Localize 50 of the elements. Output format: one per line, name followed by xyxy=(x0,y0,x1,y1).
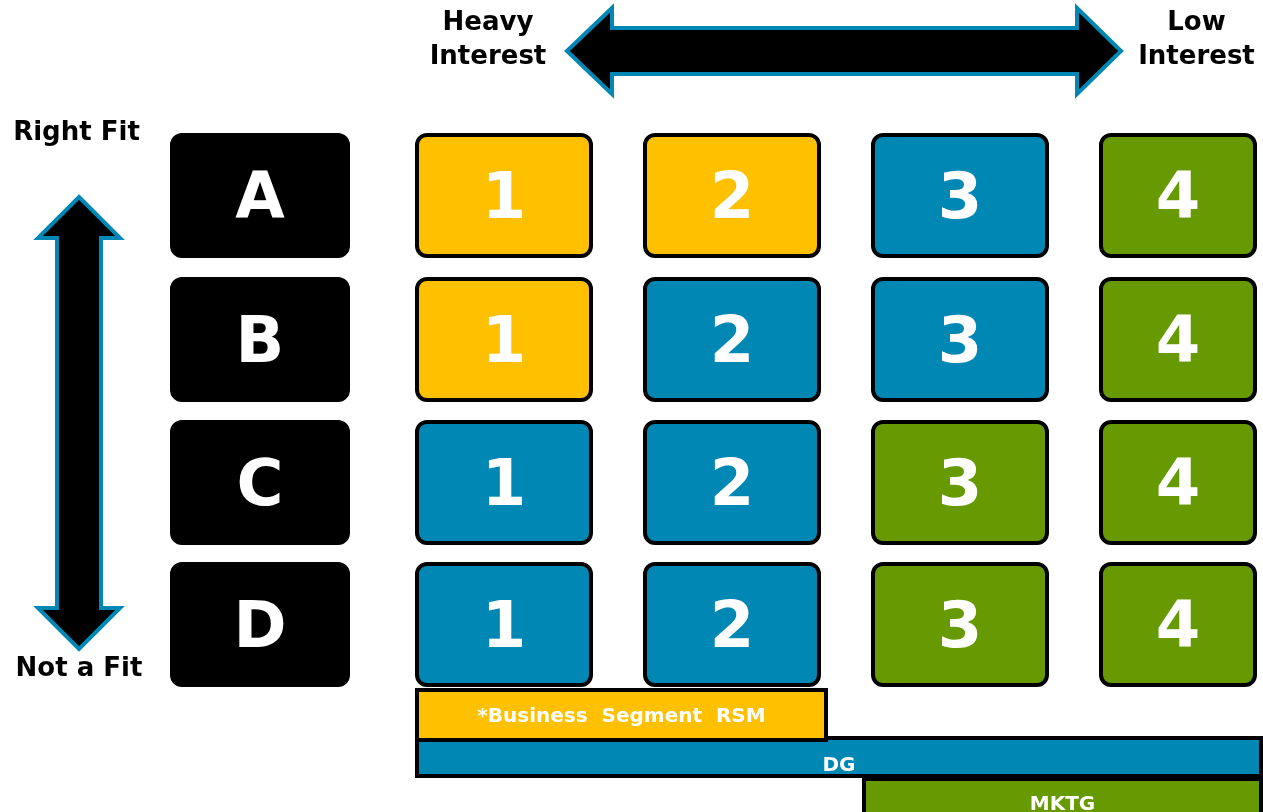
score-tile xyxy=(871,133,1049,258)
row-header xyxy=(170,277,350,402)
score-tile xyxy=(643,277,821,402)
row-header xyxy=(170,420,350,545)
score-number: 2 xyxy=(709,587,755,662)
score-tile xyxy=(643,562,821,687)
score-tile xyxy=(415,133,593,258)
score-tile xyxy=(415,277,593,402)
score-number: 1 xyxy=(481,445,527,520)
segment-bar xyxy=(415,688,828,742)
score-tile xyxy=(1099,562,1257,687)
score-number: 2 xyxy=(709,445,755,520)
axis-label: Right Fit xyxy=(12,115,141,148)
segment-bar xyxy=(415,736,1263,778)
score-number: 3 xyxy=(937,302,983,377)
score-tile xyxy=(643,133,821,258)
bar-label: DG xyxy=(822,752,856,776)
score-number: 3 xyxy=(937,587,983,662)
segment-bar xyxy=(862,777,1263,812)
score-tile xyxy=(1099,133,1257,258)
bar-label: MKTG xyxy=(1029,791,1096,812)
score-number: 2 xyxy=(709,158,755,233)
score-tile xyxy=(415,420,593,545)
score-number: 3 xyxy=(937,158,983,233)
score-number: 4 xyxy=(1155,445,1201,520)
row-letter: B xyxy=(235,302,285,377)
row-letter: D xyxy=(233,587,287,662)
axis-label: Not a Fit xyxy=(14,651,144,684)
row-header xyxy=(170,562,350,687)
score-tile xyxy=(871,420,1049,545)
score-tile xyxy=(415,562,593,687)
score-tile xyxy=(1099,420,1257,545)
row-header xyxy=(170,133,350,258)
score-tile xyxy=(871,562,1049,687)
axis-label: Low Interest xyxy=(1137,5,1256,72)
row-letter: A xyxy=(235,158,285,233)
row-letter: C xyxy=(236,445,284,520)
score-number: 4 xyxy=(1155,302,1201,377)
score-number: 1 xyxy=(481,302,527,377)
score-tile xyxy=(1099,277,1257,402)
score-number: 4 xyxy=(1155,158,1201,233)
score-number: 4 xyxy=(1155,587,1201,662)
score-number: 3 xyxy=(937,445,983,520)
score-number: 1 xyxy=(481,587,527,662)
score-tile xyxy=(871,277,1049,402)
axis-label: Heavy Interest xyxy=(428,5,548,72)
bar-label: *Business Segment RSM xyxy=(477,703,766,727)
score-number: 2 xyxy=(709,302,755,377)
score-number: 1 xyxy=(481,158,527,233)
score-tile xyxy=(643,420,821,545)
